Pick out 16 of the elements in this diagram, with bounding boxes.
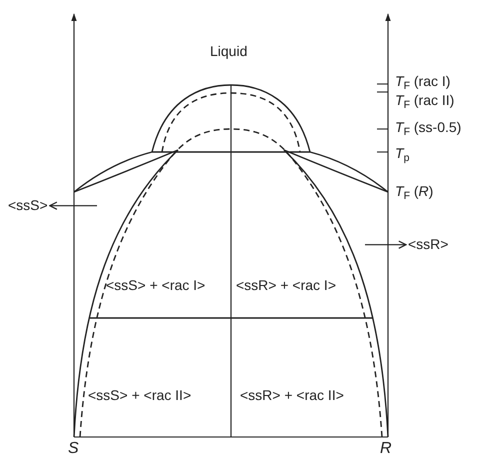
- axis-label: R: [380, 440, 392, 458]
- phase-label: <ssS>: [8, 198, 48, 214]
- temperature-label: T$_{F}$ (ss-0.5): [395, 120, 462, 139]
- temperature-label: T$_{p}$: [395, 146, 410, 165]
- temperature-label: T$_{F}$ (R): [395, 184, 434, 203]
- region-label: <ssS> + <rac II>: [88, 388, 192, 404]
- region-label: <ssR> + <rac II>: [240, 388, 344, 404]
- region-label: <ssR> + <rac I>: [236, 278, 336, 294]
- temperature-label: T$_{F}$ (rac II): [395, 93, 454, 112]
- temperature-label: T$_{F}$ (rac I): [395, 74, 450, 93]
- region-label: <ssS> + <rac I>: [106, 278, 206, 294]
- phase-label: <ssR>: [408, 237, 448, 252]
- phase-label: Liquid: [210, 44, 248, 60]
- arrow: [49, 202, 97, 210]
- arrow: [365, 240, 407, 249]
- axis-label: S: [68, 440, 79, 458]
